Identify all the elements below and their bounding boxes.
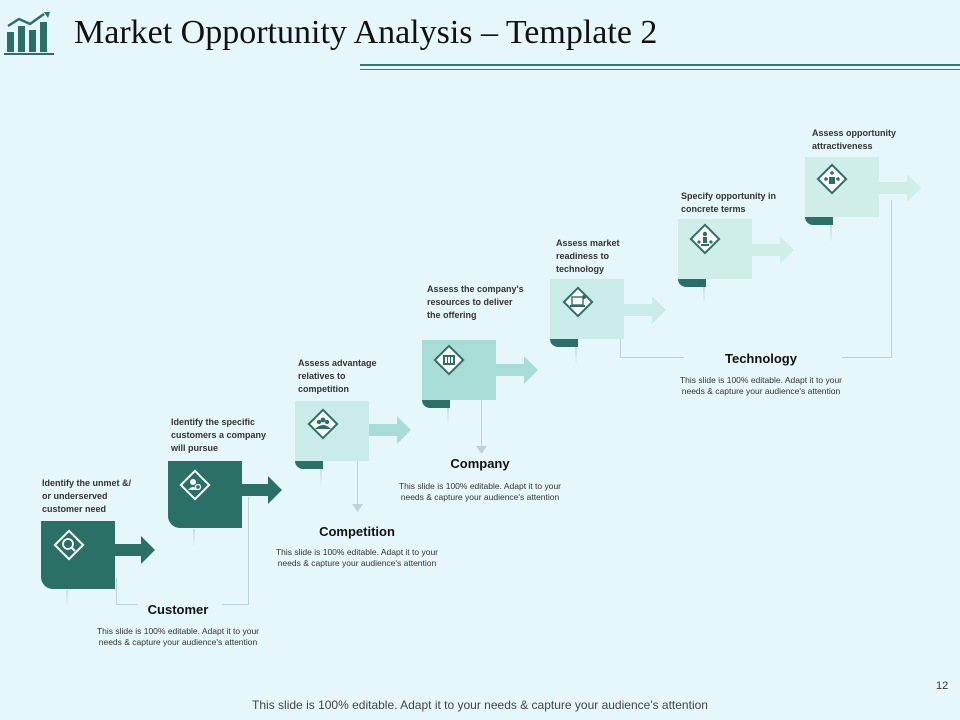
laptop-icon [562, 286, 594, 318]
step-arrow-2 [240, 476, 282, 504]
connector-technology-bottom-left [620, 357, 684, 358]
step-drip-6 [703, 287, 705, 305]
step-description-3: Assess advantage relatives to competitio… [298, 358, 377, 394]
presenter-icon [689, 223, 721, 255]
step-arrow-1 [113, 536, 155, 564]
connector-company [481, 400, 482, 448]
connector-technology-left [620, 338, 621, 358]
category-description-technology: This slide is 100% editable. Adapt it to… [679, 375, 843, 396]
header-rule-thin [360, 69, 960, 70]
step-box-4 [422, 340, 496, 400]
category-title-customer: Customer [147, 602, 209, 617]
step-box-5 [550, 279, 624, 339]
step-arrow-4 [496, 356, 538, 384]
connector-customer-left [116, 578, 117, 605]
connector-customer-bottom-right [222, 604, 249, 605]
search-person-icon [53, 529, 85, 561]
step-drip-7 [830, 225, 832, 243]
step-arrow-3 [369, 416, 411, 444]
step-tab-3 [295, 461, 323, 469]
step-arrow-5 [624, 296, 666, 324]
step-tab-6 [678, 279, 706, 287]
connector-customer-right [248, 497, 249, 605]
header-rule [360, 64, 960, 66]
page-number: 12 [936, 680, 949, 692]
connector-company-arrowhead [476, 446, 487, 454]
step-box-1 [41, 521, 115, 589]
bar-chart-logo-icon [4, 12, 54, 55]
connector-technology-bottom-right [842, 357, 892, 358]
connector-competition [357, 460, 358, 508]
step-tab-7 [805, 217, 833, 225]
category-description-company: This slide is 100% editable. Adapt it to… [398, 481, 562, 502]
step-description-7: Assess opportunity attractiveness [812, 128, 897, 151]
step-box-7 [805, 157, 879, 217]
step-box-2 [168, 461, 242, 528]
step-description-5: Assess market readiness to technology [556, 238, 620, 274]
step-drip-5 [575, 347, 577, 365]
category-description-competition: This slide is 100% editable. Adapt it to… [275, 547, 439, 568]
step-drip-4 [447, 408, 449, 426]
category-title-competition: Competition [319, 524, 395, 539]
step-box-6 [678, 219, 752, 279]
step-arrow-6 [752, 236, 794, 264]
step-box-3 [295, 401, 369, 461]
category-title-technology: Technology [725, 351, 797, 366]
step-tab-5 [550, 339, 578, 347]
step-description-2: Identify the specific customers a compan… [171, 417, 267, 453]
step-drip-2 [193, 529, 195, 547]
step-drip-1 [66, 590, 68, 608]
category-description-customer: This slide is 100% editable. Adapt it to… [96, 626, 260, 647]
step-drip-3 [320, 469, 322, 487]
step-description-6: Specify opportunity in concrete terms [681, 191, 777, 214]
group-icon [307, 408, 339, 440]
step-tab-4 [422, 400, 450, 408]
connector-customer-bottom-left [116, 604, 138, 605]
page-title: Market Opportunity Analysis – Template 2 [74, 14, 658, 51]
footer-text: This slide is 100% editable. Adapt it to… [252, 698, 708, 712]
step-description-4: Assess the company's resources to delive… [427, 284, 524, 320]
step-description-1: Identify the unmet &/ or underserved cus… [42, 478, 132, 514]
connector-technology-right [891, 200, 892, 358]
user-search-icon [179, 469, 211, 501]
building-icon [433, 344, 465, 376]
step-arrow-7 [879, 174, 921, 202]
category-title-company: Company [450, 456, 510, 471]
connector-competition-arrowhead [352, 504, 363, 512]
network-icon [816, 163, 848, 195]
